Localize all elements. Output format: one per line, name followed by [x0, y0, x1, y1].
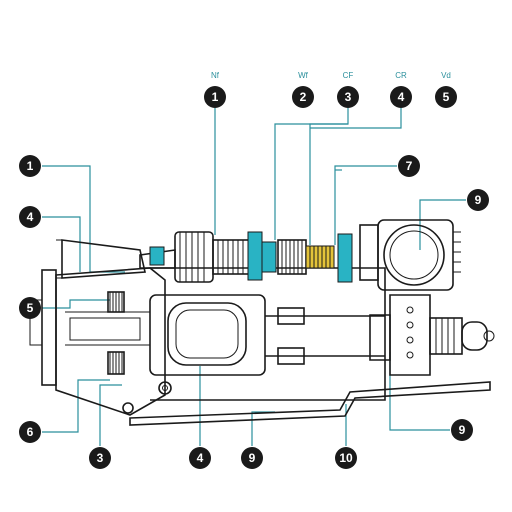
callout-right-9-bottom: 9 [451, 419, 473, 441]
leader-7 [334, 165, 397, 245]
callout-left-6: 6 [19, 421, 41, 443]
callout-label: 4 [197, 451, 204, 465]
top-labels: Nf Wf CF CR Vd [211, 71, 451, 80]
chassis-frame [150, 267, 386, 401]
upper-gear-stack [107, 291, 125, 313]
top-label-3: CF [343, 71, 354, 80]
gold-spring [305, 245, 335, 269]
output-knob [461, 321, 488, 351]
bottom-rail [129, 381, 491, 426]
machine-body [29, 219, 495, 426]
callout-label: 1 [27, 159, 34, 173]
callouts: 1 2 3 4 5 1 7 4 9 5 9 6 3 4 9 10 [19, 86, 489, 469]
gauge-dial [383, 224, 445, 286]
leader-3-bottom [99, 384, 122, 446]
cyan-gear [261, 241, 277, 273]
leader-9-right [389, 352, 450, 431]
leader-5-left [42, 299, 110, 309]
top-label-1: Nf [211, 71, 220, 80]
callout-label: 7 [406, 159, 413, 173]
callout-label: 1 [212, 90, 219, 104]
callout-label: 2 [300, 90, 307, 104]
callout-label: 5 [443, 90, 450, 104]
callout-top-4: 4 [390, 86, 412, 108]
callout-label: 3 [97, 451, 104, 465]
left-hub-housing [55, 267, 166, 416]
hub-bolt [122, 402, 134, 414]
callout-bottom-4: 4 [189, 447, 211, 469]
callout-top-1: 1 [204, 86, 226, 108]
callout-label: 9 [475, 193, 482, 207]
gauge-housing [377, 219, 454, 291]
cyan-flange [337, 233, 353, 283]
callout-bottom-10: 10 [335, 447, 357, 469]
main-shafts [265, 315, 385, 357]
top-label-5: Vd [441, 71, 451, 80]
callout-left-5: 5 [19, 297, 41, 319]
callout-top-3: 3 [337, 86, 359, 108]
callout-label: 4 [398, 90, 405, 104]
leader-4-left [42, 216, 81, 272]
callout-label: 9 [459, 423, 466, 437]
callout-right-9-top: 9 [467, 189, 489, 211]
leader-3 [309, 123, 348, 245]
output-gear [429, 317, 463, 355]
leader-6 [42, 379, 110, 433]
left-end-plate [41, 269, 57, 386]
top-label-2: Wf [298, 71, 309, 80]
callout-label: 5 [27, 301, 34, 315]
lower-gear-stack [107, 351, 125, 375]
center-block [149, 294, 266, 376]
callout-label: 3 [345, 90, 352, 104]
callout-left-1: 1 [19, 155, 41, 177]
center-window [167, 302, 247, 366]
callout-top-2: 2 [292, 86, 314, 108]
callout-left-4: 4 [19, 206, 41, 228]
hub-slot [69, 317, 141, 341]
cyan-nut [149, 246, 165, 266]
callout-right-7: 7 [398, 155, 420, 177]
leader-4-top [310, 108, 402, 129]
gauge-side-plate [359, 224, 379, 281]
callout-label: 9 [249, 451, 256, 465]
callout-label: 6 [27, 425, 34, 439]
callout-bottom-3: 3 [89, 447, 111, 469]
chassis-bolt [158, 381, 172, 395]
leader-1-left [42, 165, 125, 273]
shaft-clamp-lower [277, 347, 305, 365]
callout-label: 4 [27, 210, 34, 224]
callout-bottom-9: 9 [241, 447, 263, 469]
drive-sleeve [174, 231, 214, 283]
top-label-4: CR [395, 71, 407, 80]
callout-top-5: 5 [435, 86, 457, 108]
leader-9-top [419, 199, 466, 250]
left-bracket [61, 239, 146, 279]
shaft-clamp-upper [277, 307, 305, 325]
callout-label: 10 [339, 451, 353, 465]
cyan-collar [247, 231, 263, 281]
arm-slider [369, 314, 391, 361]
leader-9-bottom [251, 411, 275, 446]
